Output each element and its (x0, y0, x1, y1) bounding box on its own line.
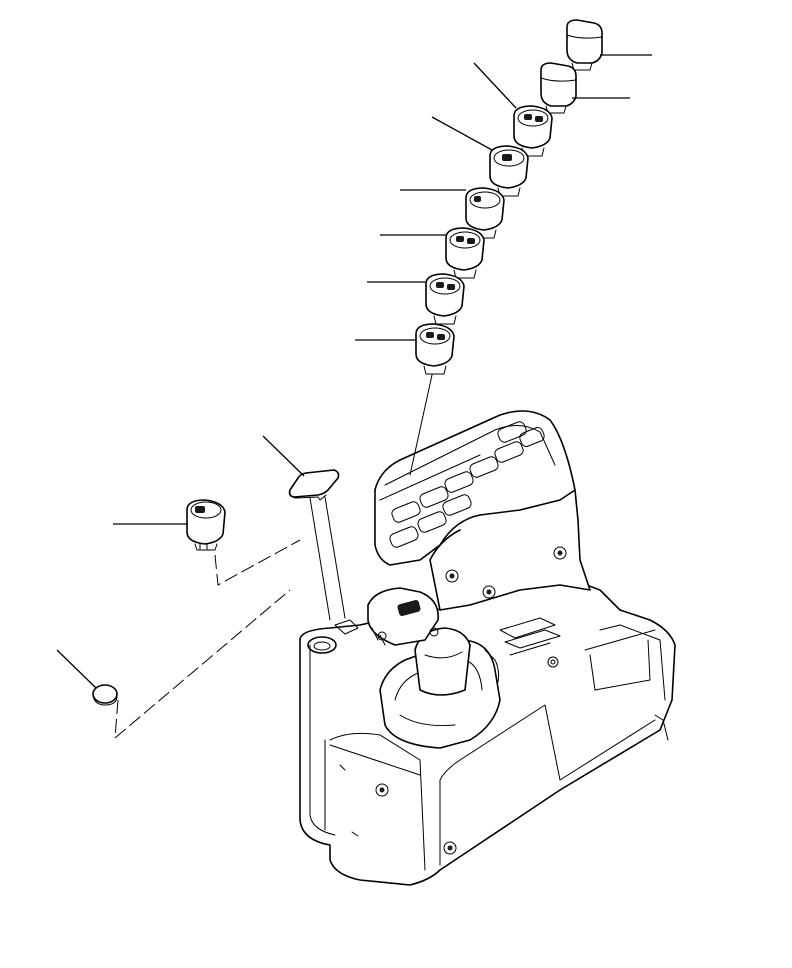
rocker-switch-3 (465, 187, 505, 239)
rocker-switch-5 (425, 273, 465, 325)
side-rocker-switch (186, 499, 226, 551)
panel-switch-pockets (389, 421, 545, 548)
rocker-switch-1 (513, 105, 553, 157)
rocker-switch-6 (415, 323, 455, 375)
switch-cap-1 (566, 19, 603, 71)
leader-lines (56, 54, 652, 689)
plug (92, 684, 118, 706)
joystick-lever (367, 587, 501, 749)
rocker-switch-2 (489, 145, 529, 197)
switch-panel (374, 410, 591, 611)
switch-cap-2 (540, 62, 577, 114)
rocker-switch-4 (445, 227, 485, 279)
control-console (299, 574, 676, 886)
blank-plate (288, 469, 340, 501)
assembly-lines (114, 374, 433, 739)
